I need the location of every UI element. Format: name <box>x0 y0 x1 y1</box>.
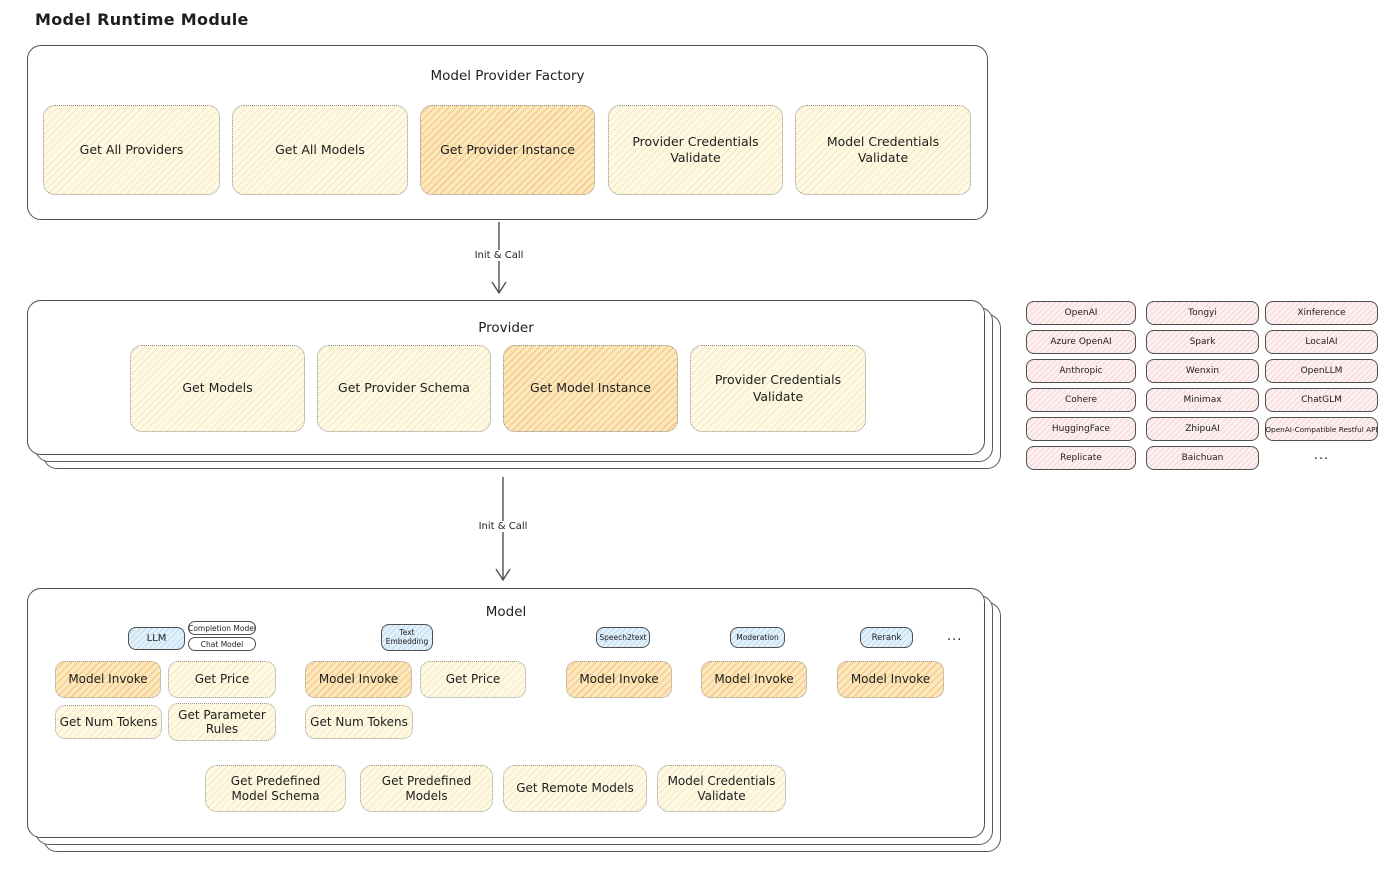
provider-chip-cohere: Cohere <box>1026 388 1136 412</box>
model-type-llm: LLM <box>128 627 185 650</box>
get-remote-models: Get Remote Models <box>503 765 647 812</box>
factory-get-provider-instance: Get Provider Instance <box>420 105 595 195</box>
text-embedding-get-price: Get Price <box>420 661 526 698</box>
provider-chip-minimax: Minimax <box>1146 388 1259 412</box>
model-type-chat-model: Chat Model <box>188 637 256 651</box>
llm-get-price: Get Price <box>168 661 276 698</box>
provider-chip-xinference: Xinference <box>1265 301 1378 325</box>
llm-get-parameter-rules: Get Parameter Rules <box>168 703 276 741</box>
factory-title: Model Provider Factory <box>430 68 585 84</box>
factory-model-credentials-validate: Model Credentials Validate <box>795 105 971 195</box>
llm-model-invoke: Model Invoke <box>55 661 161 698</box>
get-predefined-model-schema: Get Predefined Model Schema <box>205 765 346 812</box>
provider-chip-openai-compatible: OpenAI-Compatible Restful API <box>1265 417 1378 441</box>
provider-chip-huggingface: HuggingFace <box>1026 417 1136 441</box>
model-type-speech2text: Speech2text <box>596 627 650 648</box>
model-title: Model <box>485 604 527 620</box>
provider-provider-credentials-validate: Provider Credentials Validate <box>690 345 866 432</box>
model-type-rerank: Rerank <box>860 627 913 648</box>
provider-grid-ellipsis: ... <box>1313 448 1330 463</box>
provider-get-provider-schema: Get Provider Schema <box>317 345 491 432</box>
provider-title: Provider <box>478 320 534 336</box>
text-embedding-get-num-tokens: Get Num Tokens <box>305 705 413 739</box>
text-embedding-model-invoke: Model Invoke <box>305 661 412 698</box>
speech2text-model-invoke: Model Invoke <box>566 661 672 698</box>
model-type-text-embedding: Text Embedding <box>381 624 433 651</box>
provider-chip-spark: Spark <box>1146 330 1259 354</box>
arrow1-label: Init & Call <box>469 250 529 261</box>
provider-chip-anthropic: Anthropic <box>1026 359 1136 383</box>
provider-chip-azure-openai: Azure OpenAI <box>1026 330 1136 354</box>
provider-chip-baichuan: Baichuan <box>1146 446 1259 470</box>
model-type-completion-model: Completion Model <box>188 621 256 635</box>
provider-chip-replicate: Replicate <box>1026 446 1136 470</box>
model-type-moderation: Moderation <box>730 627 785 648</box>
provider-chip-openllm: OpenLLM <box>1265 359 1378 383</box>
provider-chip-wenxin: Wenxin <box>1146 359 1259 383</box>
arrow2-label: Init & Call <box>473 521 533 532</box>
provider-chip-localai: LocalAI <box>1265 330 1378 354</box>
model-types-ellipsis: ... <box>947 629 963 644</box>
provider-get-model-instance: Get Model Instance <box>503 345 678 432</box>
factory-get-all-providers: Get All Providers <box>43 105 220 195</box>
provider-get-models: Get Models <box>130 345 305 432</box>
page-title: Model Runtime Module <box>35 10 249 29</box>
factory-provider-credentials-validate: Provider Credentials Validate <box>608 105 783 195</box>
get-predefined-models: Get Predefined Models <box>360 765 493 812</box>
moderation-model-invoke: Model Invoke <box>701 661 807 698</box>
factory-get-all-models: Get All Models <box>232 105 408 195</box>
model-credentials-validate: Model Credentials Validate <box>657 765 786 812</box>
rerank-model-invoke: Model Invoke <box>837 661 944 698</box>
provider-chip-openai: OpenAI <box>1026 301 1136 325</box>
provider-chip-zhipuai: ZhipuAI <box>1146 417 1259 441</box>
llm-get-num-tokens: Get Num Tokens <box>55 705 162 739</box>
provider-chip-tongyi: Tongyi <box>1146 301 1259 325</box>
provider-chip-chatglm: ChatGLM <box>1265 388 1378 412</box>
